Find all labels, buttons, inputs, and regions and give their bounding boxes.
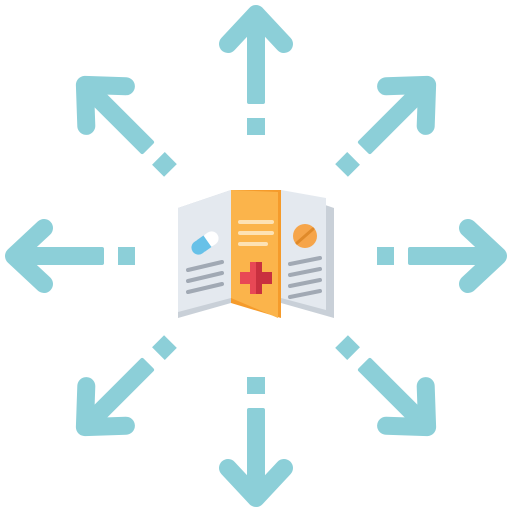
left-text-line (186, 271, 224, 283)
arrow-shaft (247, 408, 265, 490)
arrow-up-left-icon (75, 75, 177, 177)
arrow-shaft (357, 357, 427, 427)
medical-cross-icon (240, 262, 272, 294)
arrow-head (5, 219, 53, 293)
arrow-dash (118, 247, 135, 265)
arrow-shaft (408, 247, 490, 265)
right-text-line (288, 278, 322, 288)
right-text-line (288, 256, 322, 266)
arrow-down-icon (219, 377, 293, 507)
arrow-head (377, 377, 437, 437)
right-text-line (288, 267, 322, 277)
arrow-down-right-icon (335, 335, 437, 437)
arrow-head (75, 377, 135, 437)
arrow-shaft (85, 357, 155, 427)
arrow-dash (152, 335, 177, 360)
arrow-left-icon (5, 219, 135, 293)
left-text-line (186, 260, 224, 272)
arrow-shaft (22, 247, 104, 265)
arrow-up-right-icon (335, 75, 437, 177)
arrow-head (219, 5, 293, 53)
arrow-head (459, 219, 507, 293)
arrow-dash (247, 377, 265, 394)
arrow-shaft (247, 22, 265, 104)
arrow-head (75, 75, 135, 135)
arrow-dash (152, 152, 177, 177)
center-panel (231, 190, 278, 318)
brochure-icon (178, 190, 334, 318)
right-text-line (288, 289, 322, 299)
arrow-right-icon (377, 219, 507, 293)
arrow-dash (247, 118, 265, 135)
arrow-shaft (357, 85, 427, 155)
capsule-pill-icon (191, 231, 219, 255)
arrow-head (219, 459, 293, 507)
arrow-head (377, 75, 437, 135)
arrow-shaft (85, 85, 155, 155)
arrow-down-left-icon (75, 335, 177, 437)
arrow-dash (377, 247, 394, 265)
tablet-pill-icon (293, 224, 317, 248)
left-text-line (186, 282, 224, 294)
arrow-dash (335, 152, 360, 177)
arrow-dash (335, 335, 360, 360)
arrows-group (5, 5, 507, 507)
arrow-up-icon (219, 5, 293, 135)
